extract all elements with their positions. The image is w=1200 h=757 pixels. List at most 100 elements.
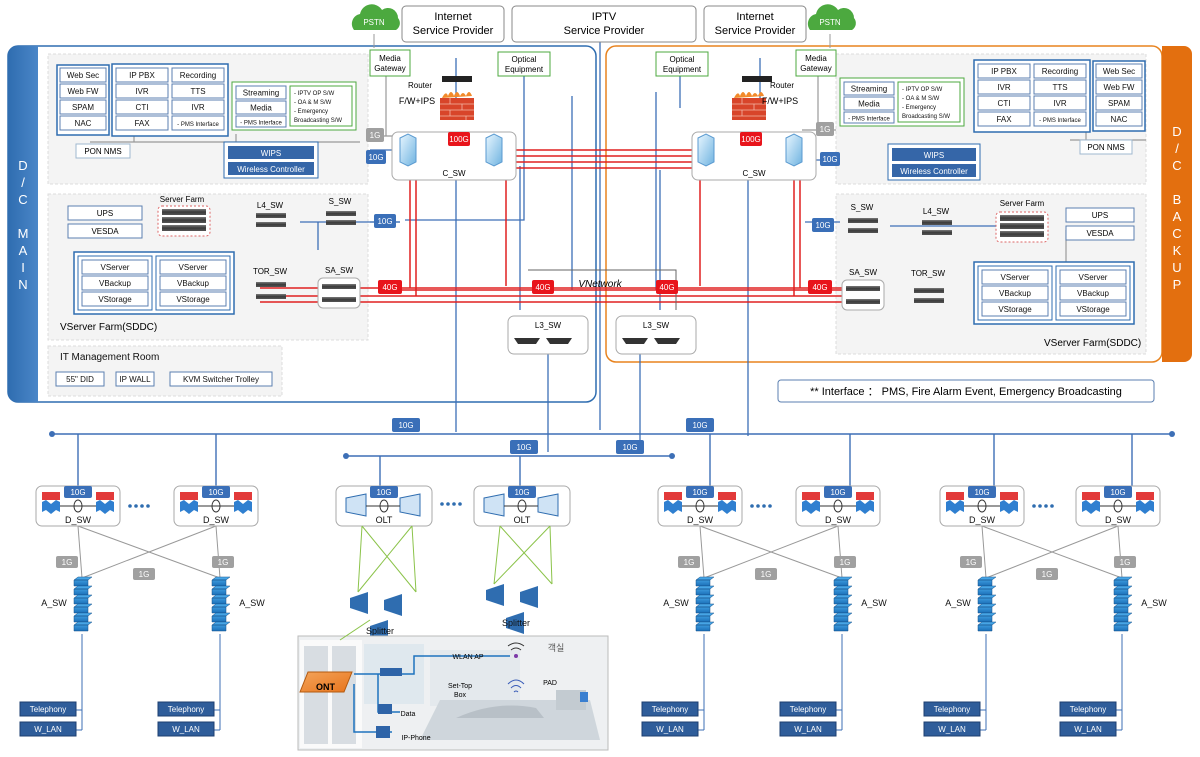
pbx-item: CTI (977, 95, 1031, 111)
dc-main-sidebar (8, 46, 38, 402)
badge-10g-olt-text: 10G (514, 488, 529, 497)
vserver-item-label: VServer (179, 263, 208, 272)
l3-sw-right-label: L3_SW (643, 321, 670, 330)
backup-ups-label: UPS (1092, 211, 1108, 220)
backup-tor-sw-label: TOR_SW (911, 269, 946, 278)
streaming-item: Streaming (843, 81, 895, 96)
security-item: Web FW (1095, 79, 1143, 95)
security-item-label: SPAM (1108, 99, 1130, 108)
main-pon-nms: PON NMS (75, 143, 131, 159)
pbx-item-label: TTS (190, 87, 205, 96)
iptv-note-line: Broadcasting S/W (294, 118, 342, 124)
iptv-note-line: - IPTV OP S/W (902, 87, 943, 93)
badge-10g-backup-wips: 10G (820, 152, 840, 166)
pms-item-label: - PMS Interface (240, 121, 282, 127)
dc-main-side-letter: A (19, 243, 28, 258)
backup-router-label: Router (770, 81, 794, 90)
pbx-item: TTS (171, 83, 225, 99)
backup-server-farm: Server Farm (995, 199, 1049, 243)
it-room-item: 55" DID (55, 371, 105, 387)
dc-main-side-letter: / (21, 175, 25, 190)
backup-sa-sw: SA_SW (841, 268, 885, 311)
telephony-box: Telephony (157, 701, 215, 717)
security-item: SPAM (59, 99, 107, 115)
badge-40g-vnet-left-text: 40G (535, 283, 550, 292)
streaming-item-label: Streaming (851, 85, 887, 94)
a-sw-label: A_SW (663, 598, 689, 608)
vserver-item-label: VStorage (98, 295, 132, 304)
it-room-zone (47, 345, 283, 397)
splitter-node: Splitter (350, 592, 402, 642)
splitter-node: Splitter (486, 584, 538, 634)
badge-10g-dsw-text: 10G (208, 488, 223, 497)
badge-10g-dsw-text: 10G (830, 488, 845, 497)
badge-10g-dsw-text: 10G (974, 488, 989, 497)
dc-backup-sidebar (1162, 46, 1192, 362)
vnetwork-region: VNetwork (528, 269, 677, 310)
splitter-label: Splitter (366, 626, 394, 636)
main-c-sw-label: C_SW (442, 169, 466, 178)
badge-40g-backup: 40G (808, 280, 832, 294)
iptv-note-line: - OA & M S/W (294, 100, 332, 106)
badge-10g-olt: 10G (370, 486, 398, 498)
ip-phone-label: IP-Phone (401, 735, 430, 742)
main-optical-equipment: Optical Equipment (497, 51, 551, 77)
wlan-box: W_LAN (1059, 721, 1117, 737)
telephony-box-label: Telephony (168, 705, 204, 714)
dc-main-side-letter: I (21, 260, 25, 275)
vserver-item: VStorage (981, 301, 1049, 317)
backup-l4-sw: L4_SW (922, 207, 952, 235)
main-router: Router (408, 76, 472, 90)
vserver-item: VStorage (159, 291, 227, 307)
backup-router: Router (742, 76, 794, 90)
badge-1g-a-right-text: 1G (218, 558, 229, 567)
badge-10g-backup-ssw-text: 10G (815, 221, 830, 230)
main-sa-sw: SA_SW (317, 266, 361, 309)
a-sw-label: A_SW (945, 598, 971, 608)
badge-1g-a-right: 1G (834, 556, 856, 568)
pbx-item-label: FAX (996, 115, 1012, 124)
iptv-notes: - IPTV OP S/W- OA & M S/W- EmergencyBroa… (289, 85, 353, 127)
wlan-box-label: W_LAN (794, 725, 822, 734)
security-item: Web FW (59, 83, 107, 99)
iptv-line2: Service Provider (564, 25, 645, 37)
pbx-item: - PMS Interface (171, 115, 225, 131)
vserver-item-label: VBackup (99, 279, 132, 288)
badge-10g-dsw: 10G (686, 486, 714, 498)
interface-note: ** Interface ： PMS, Fire Alarm Event, Em… (777, 379, 1155, 403)
backup-firewall: F/W+IPS (732, 92, 798, 120)
telephony-box: Telephony (19, 701, 77, 717)
pbx-item: IP PBX (977, 63, 1031, 79)
vnetwork-label: VNetwork (578, 279, 622, 290)
a-sw-label: A_SW (861, 598, 887, 608)
backup-wireless-controller-label: Wireless Controller (900, 167, 968, 176)
badge-1g-a-mid-text: 1G (1042, 570, 1053, 579)
main-tor-sw: TOR_SW (253, 267, 287, 299)
badge-10g-dsw-text: 10G (1110, 488, 1125, 497)
badge-40g-vnet-left: 40G (532, 280, 554, 294)
badge-10g-main-wips: 10G (366, 150, 386, 164)
pbx-item-label: FAX (134, 119, 150, 128)
telephony-box: Telephony (923, 701, 981, 717)
badge-1g-a-left-text: 1G (62, 558, 73, 567)
wlan-box-label: W_LAN (938, 725, 966, 734)
main-media-gateway-l1: Media (379, 54, 401, 63)
main-wireless-controller-label: Wireless Controller (237, 165, 305, 174)
dc-main-side-letter: M (18, 226, 29, 241)
access-cross-links (77, 525, 1123, 579)
badge-100g-main: 100G (448, 132, 470, 146)
pms-item: - PMS Interface (235, 115, 287, 128)
main-vesda-label: VESDA (91, 227, 119, 236)
iptv-notes: - IPTV OP S/W- OA & M S/W- EmergencyBroa… (897, 81, 961, 123)
badge-10g-backup-wips-text: 10G (822, 155, 837, 164)
dc-main-side-letter: D (18, 158, 27, 173)
backup-pon-nms: PON NMS (1079, 139, 1133, 155)
badge-10g-main-ssw: 10G (374, 214, 396, 228)
badge-1g-a-left-text: 1G (966, 558, 977, 567)
main-server-farm: Server Farm (157, 195, 211, 237)
d-sw-label: D_SW (65, 515, 92, 525)
